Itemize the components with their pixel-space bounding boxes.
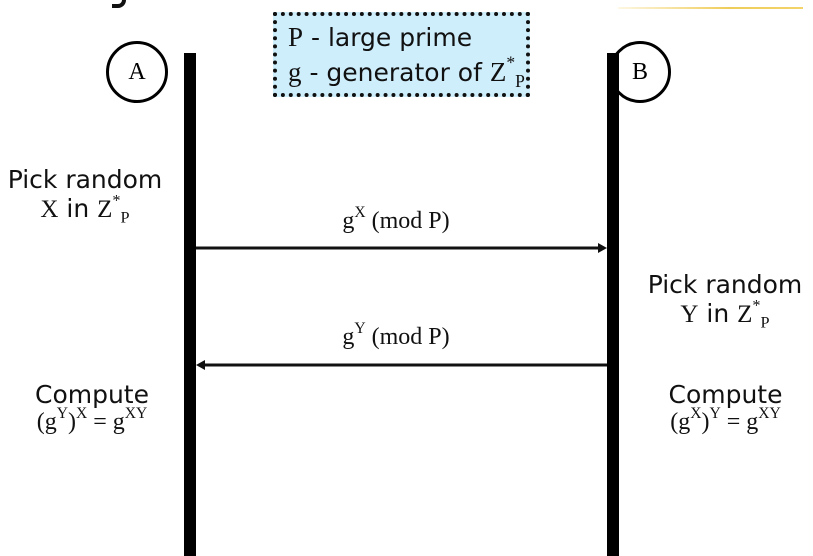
expr-equals: = xyxy=(720,409,747,435)
party-b-pick-heading: Pick random xyxy=(647,270,803,299)
arrow-a-to-b xyxy=(196,243,607,253)
party-a-group: Z*P xyxy=(97,193,129,226)
msg-suffix: (mod P) xyxy=(365,324,450,350)
party-b-compute-step: Compute (gX)Y = gXY xyxy=(643,380,808,436)
expr-equals: = xyxy=(87,409,113,435)
party-b-var: Y xyxy=(680,301,699,328)
group-letter: Z xyxy=(489,57,507,87)
msg-base: g xyxy=(342,324,355,350)
expr-base: g xyxy=(678,409,691,435)
title-fragment xyxy=(112,0,126,8)
party-a-node: A xyxy=(106,41,168,103)
group-symbol: Z*P xyxy=(489,54,525,90)
party-b-pick-expr: Y in Z*P xyxy=(640,298,810,331)
msg-base: g xyxy=(342,208,355,234)
party-a-label: A xyxy=(128,58,146,85)
expr-result-exp: XY xyxy=(124,405,148,423)
party-a-pick-heading: Pick random xyxy=(7,165,163,194)
party-b-compute-heading: Compute xyxy=(668,380,783,409)
expr-result-base: g xyxy=(746,409,759,435)
arrow-b-to-a-head xyxy=(196,360,205,370)
expr-result-base: g xyxy=(112,409,125,435)
param-generator-symbol: g xyxy=(288,57,302,87)
party-b-pick-step: Pick random Y in Z*P xyxy=(640,270,810,331)
expr-result-exp: XY xyxy=(758,405,781,423)
group-sub: P xyxy=(120,208,130,227)
group-sup: * xyxy=(752,296,761,315)
group-sub: P xyxy=(515,71,525,92)
party-a-compute-expr: (gY)X = gXY xyxy=(36,405,148,435)
group-sup: * xyxy=(506,52,516,73)
msg-exp: X xyxy=(354,204,366,222)
msg-suffix: (mod P) xyxy=(365,208,450,234)
arrow-a-to-b-head xyxy=(598,243,607,253)
party-b-label: B xyxy=(631,58,648,85)
param-generator-text: - generator of xyxy=(301,58,490,87)
param-prime-line: P - large prime xyxy=(288,20,526,55)
message-a-to-b-label: gX (mod P) xyxy=(296,205,496,235)
expr-inner-exp: X xyxy=(690,405,702,423)
expr-outer-exp: X xyxy=(75,405,88,423)
party-a-compute-heading: Compute xyxy=(34,380,149,409)
party-b-compute-expr: (gX)Y = gXY xyxy=(670,405,781,435)
message-b-to-a-label: gY (mod P) xyxy=(296,321,496,351)
party-a-compute-step: Compute (gY)X = gXY xyxy=(12,380,172,436)
party-a-in: in xyxy=(58,194,98,223)
group-letter: Z xyxy=(97,196,113,223)
party-a-pick-expr: X in Z*P xyxy=(0,193,170,226)
param-generator-line: g - generator of Z*P xyxy=(288,54,526,90)
arrow-b-to-a xyxy=(196,360,607,370)
party-b-in: in xyxy=(698,299,738,328)
party-a-var: X xyxy=(40,196,59,223)
accent-line xyxy=(618,7,803,9)
param-prime-symbol: P xyxy=(288,22,304,52)
expr-inner-exp: Y xyxy=(56,405,68,423)
msg-exp: Y xyxy=(354,320,366,338)
group-sub: P xyxy=(760,313,770,332)
expr-base: g xyxy=(44,409,57,435)
param-prime-text: - large prime xyxy=(303,23,473,52)
party-a-lifeline xyxy=(184,53,196,556)
party-a-pick-step: Pick random X in Z*P xyxy=(0,165,170,226)
group-sup: * xyxy=(112,191,121,210)
group-letter: Z xyxy=(737,301,753,328)
parameter-box: P - large prime g - generator of Z*P xyxy=(273,12,530,97)
party-b-lifeline xyxy=(607,53,619,556)
expr-outer-exp: Y xyxy=(709,405,721,423)
party-b-group: Z*P xyxy=(737,298,769,331)
